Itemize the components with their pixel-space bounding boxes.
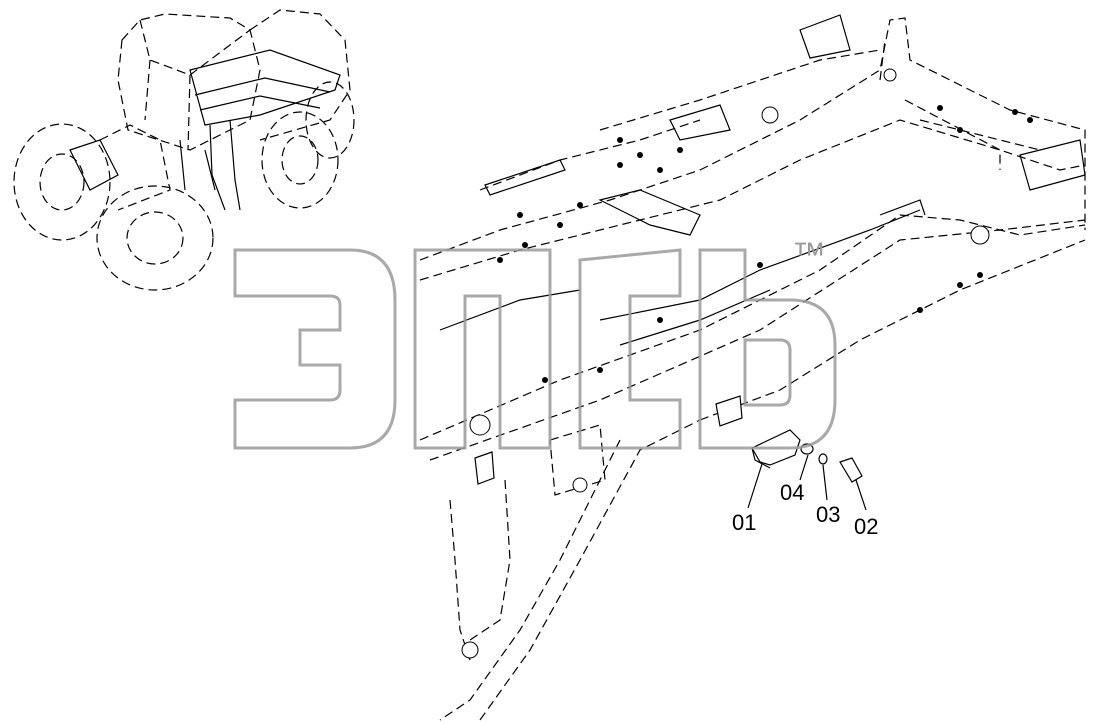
callout-03: 03 — [816, 502, 840, 527]
main-frame — [419, 14, 1086, 721]
exploded-parts — [474, 395, 863, 485]
callout-02: 02 — [854, 514, 878, 539]
frame-holes — [461, 68, 1033, 659]
watermark-trademark: ™ — [792, 236, 826, 274]
lock-washer-part — [818, 453, 828, 465]
watermark-logo — [233, 248, 837, 450]
callout-01: 01 — [732, 510, 756, 535]
bolt-part — [839, 457, 863, 483]
leader-lines — [747, 454, 867, 511]
tractor-inset-view — [13, 9, 355, 291]
callout-04: 04 — [780, 480, 804, 505]
